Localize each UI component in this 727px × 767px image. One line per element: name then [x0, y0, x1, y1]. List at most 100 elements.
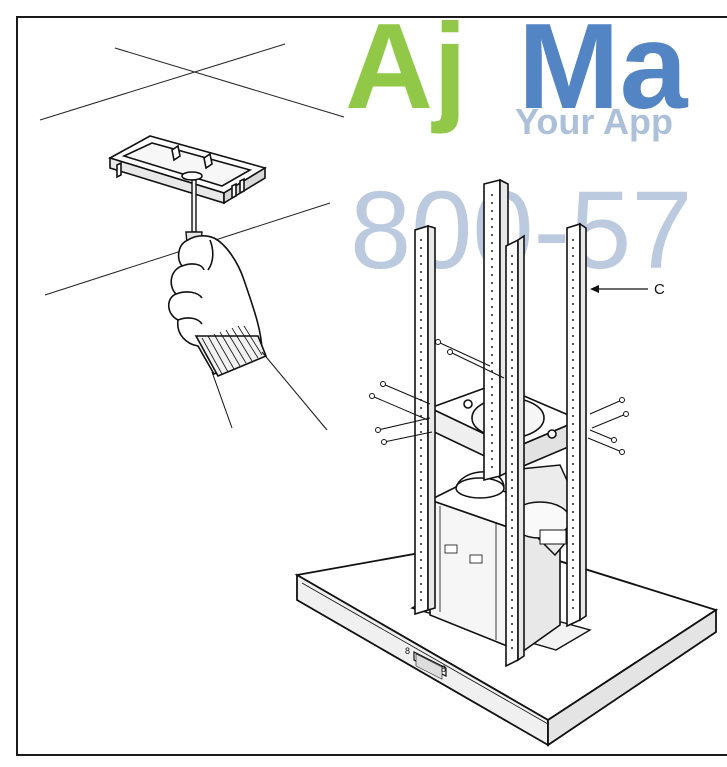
- rail-right: [566, 222, 581, 628]
- rail-hole: [420, 351, 422, 353]
- rail-hole: [420, 287, 422, 289]
- rail-hole: [491, 394, 493, 396]
- rail-hole: [420, 535, 422, 537]
- rail-hole: [511, 279, 513, 281]
- rail-hole: [572, 303, 574, 305]
- rail-hole: [572, 343, 574, 345]
- rail-hole: [511, 511, 513, 513]
- arm-lines: [211, 351, 328, 431]
- support-rails: [414, 178, 587, 668]
- rail-hole: [572, 575, 574, 577]
- rail-hole: [511, 335, 513, 337]
- rail-hole: [511, 559, 513, 561]
- rail-hole: [572, 263, 574, 265]
- rail-hole: [511, 527, 513, 529]
- rail-hole: [420, 591, 422, 593]
- rail-hole: [420, 359, 422, 361]
- rail-hole: [491, 458, 493, 460]
- rail-hole: [491, 402, 493, 404]
- rail-hole: [420, 375, 422, 377]
- rail-hole: [511, 391, 513, 393]
- rail-hole: [511, 471, 513, 473]
- rail-hole: [491, 282, 493, 284]
- rail-hole: [511, 487, 513, 489]
- rail-hole: [572, 599, 574, 601]
- rail-hole: [572, 287, 574, 289]
- rail-hole: [420, 303, 422, 305]
- rail-hole: [572, 319, 574, 321]
- rail-hole: [491, 314, 493, 316]
- rail-hole: [420, 447, 422, 449]
- fastener-screws: [369, 339, 629, 455]
- rail-hole: [511, 495, 513, 497]
- rail-hole: [420, 559, 422, 561]
- rail-hole: [572, 407, 574, 409]
- rail-hole: [491, 330, 493, 332]
- rail-hole: [420, 407, 422, 409]
- rail-hole: [511, 375, 513, 377]
- rail-hole: [572, 567, 574, 569]
- rail-hole: [420, 263, 422, 265]
- rail-hole: [491, 202, 493, 204]
- rail-hole: [491, 354, 493, 356]
- watermark-brand-aj: Aj: [345, 0, 467, 134]
- rail-hole: [511, 287, 513, 289]
- rail-hole: [511, 639, 513, 641]
- rail-hole: [511, 359, 513, 361]
- rail-hole: [511, 311, 513, 313]
- rail-hole: [491, 210, 493, 212]
- rail-hole: [511, 319, 513, 321]
- rail-hole: [491, 218, 493, 220]
- rail-hole: [572, 327, 574, 329]
- rail-hole: [511, 599, 513, 601]
- rail-holes: [420, 194, 574, 649]
- rail-hole: [511, 607, 513, 609]
- rail-hole: [572, 503, 574, 505]
- rail-hole: [572, 431, 574, 433]
- svg-text:8: 8: [405, 646, 410, 656]
- rail-hole: [491, 242, 493, 244]
- rail-hole: [572, 239, 574, 241]
- rail-hole: [572, 591, 574, 593]
- rail-hole: [511, 479, 513, 481]
- rail-hole: [511, 439, 513, 441]
- rail-hole: [572, 487, 574, 489]
- rail-hole: [420, 343, 422, 345]
- rail-hole: [420, 543, 422, 545]
- rail-hole: [491, 434, 493, 436]
- rail-hole: [420, 311, 422, 313]
- rail-hole: [572, 511, 574, 513]
- rail-hole: [420, 479, 422, 481]
- rail-hole: [511, 407, 513, 409]
- rail-hole: [572, 359, 574, 361]
- rail-hole: [420, 519, 422, 521]
- rail-hole: [511, 383, 513, 385]
- rail-hole: [572, 391, 574, 393]
- rail-hole: [511, 615, 513, 617]
- rail-hole: [420, 455, 422, 457]
- rail-hole: [420, 431, 422, 433]
- rail-hole: [491, 338, 493, 340]
- rail-hole: [420, 463, 422, 465]
- control-panel: 8 8: [405, 646, 447, 680]
- rail-hole: [491, 274, 493, 276]
- rail-hole: [420, 599, 422, 601]
- rail-hole: [491, 306, 493, 308]
- rail-hole: [572, 519, 574, 521]
- rail-hole: [511, 295, 513, 297]
- rail-hole: [572, 375, 574, 377]
- rail-hole: [511, 447, 513, 449]
- rail-hole: [420, 567, 422, 569]
- rail-hole: [572, 551, 574, 553]
- rail-hole: [491, 258, 493, 260]
- rail-hole: [572, 479, 574, 481]
- rail-hole: [420, 503, 422, 505]
- rail-hole: [572, 447, 574, 449]
- rail-hole: [511, 431, 513, 433]
- rail-hole: [420, 423, 422, 425]
- rail-hole: [491, 418, 493, 420]
- rail-hole: [511, 503, 513, 505]
- rail-hole: [511, 351, 513, 353]
- rail-hole: [491, 386, 493, 388]
- rail-hole: [420, 511, 422, 513]
